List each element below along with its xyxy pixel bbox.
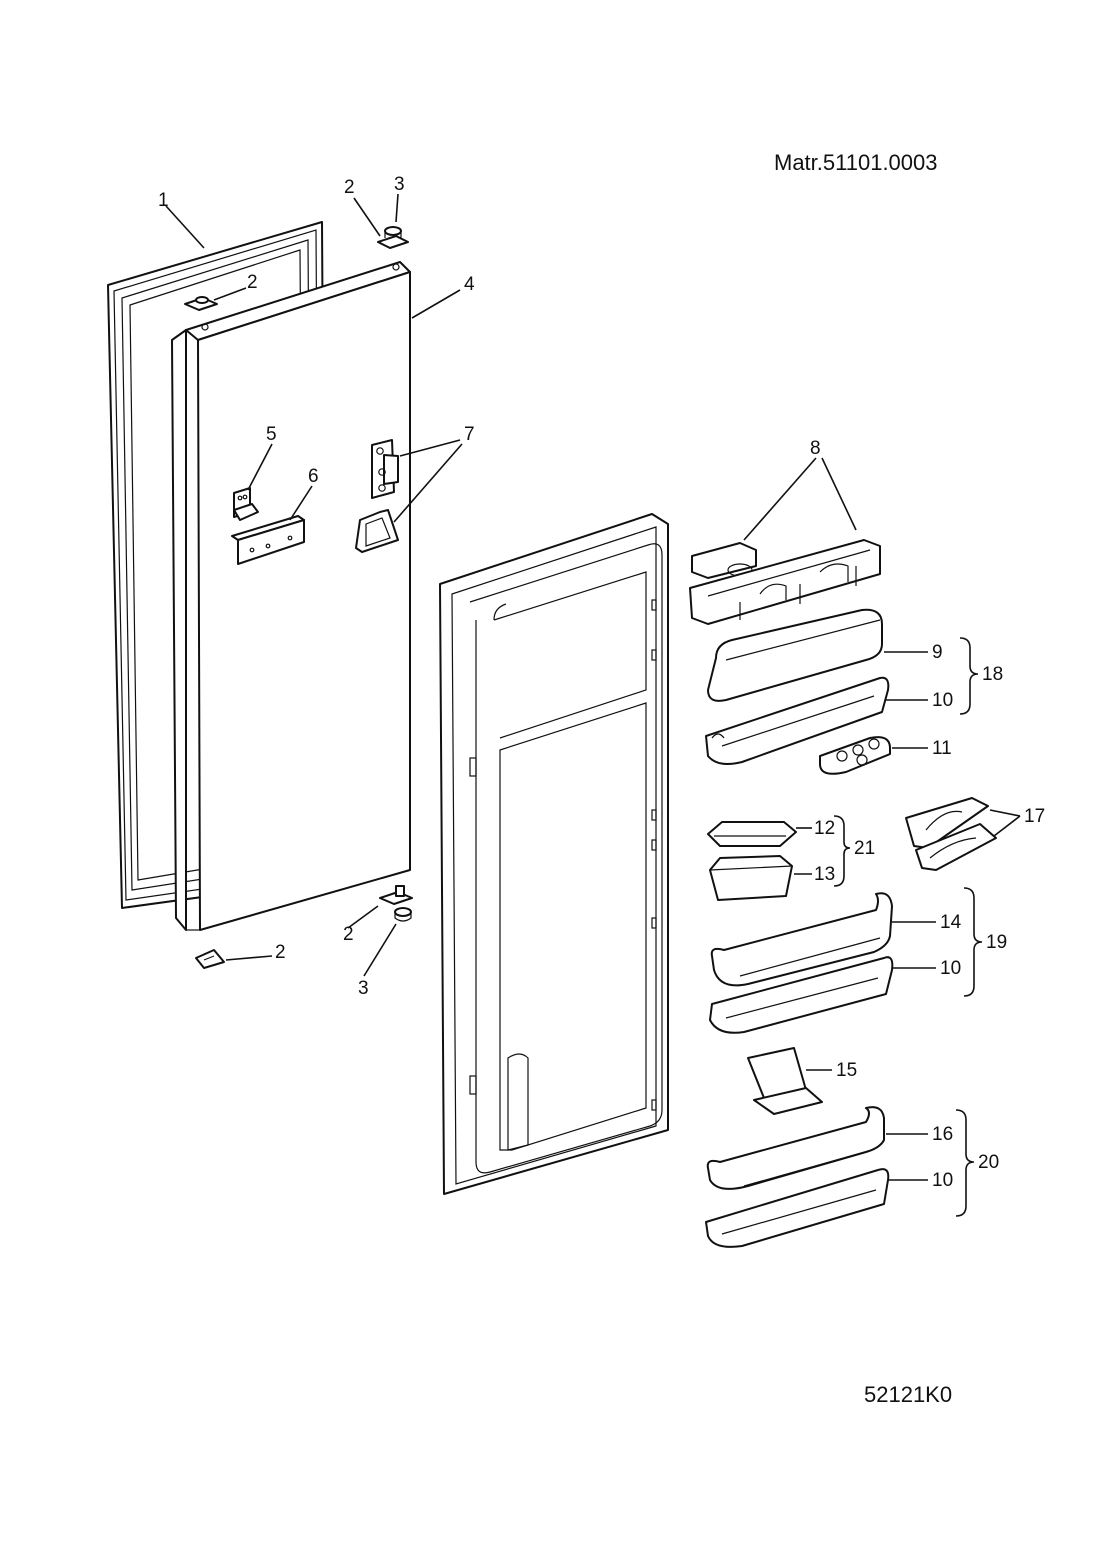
part-10-shelf-lower <box>705 1168 890 1248</box>
callout-15: 15 <box>836 1060 857 1081</box>
callout-5: 5 <box>266 424 277 445</box>
callout-10: 10 <box>932 1170 953 1191</box>
part-9-cover <box>707 608 883 702</box>
callout-19: 19 <box>986 932 1007 953</box>
callout-18: 18 <box>982 664 1003 685</box>
part-2-hinge-pin-bottom-right <box>379 885 413 905</box>
callout-2: 2 <box>247 272 258 293</box>
part-2-hinge-pin-top-right <box>377 226 409 249</box>
part-14-bottle-guard <box>710 892 893 987</box>
callout-12: 12 <box>814 818 835 839</box>
part-6-strip <box>231 515 305 565</box>
callout-2: 2 <box>344 177 355 198</box>
callout-2: 2 <box>343 924 354 945</box>
part-8-butter-and-rack <box>689 539 881 625</box>
callout-10: 10 <box>940 958 961 979</box>
group-braces <box>833 637 983 1217</box>
callout-20: 20 <box>978 1152 999 1173</box>
part-7-hinge-parts <box>355 439 399 553</box>
callout-21: 21 <box>854 838 875 859</box>
callout-labels: 1 2 3 2 4 5 6 7 2 3 2 8 9 10 18 11 12 13… <box>158 174 1045 1191</box>
callout-6: 6 <box>308 466 319 487</box>
part-13-box <box>709 855 793 901</box>
part-3-cap-bottom <box>394 907 412 922</box>
part-17-bottle-retainer <box>905 797 997 871</box>
part-4-outer-door <box>171 261 411 931</box>
part-16-bottle-guard <box>706 1106 885 1190</box>
callout-14: 14 <box>940 912 962 933</box>
callout-8: 8 <box>810 438 821 459</box>
callout-3: 3 <box>394 174 405 195</box>
part-2-hinge-pin-bottom-left <box>195 949 225 969</box>
callout-2: 2 <box>275 942 286 963</box>
part-10-shelf-upper <box>705 676 890 765</box>
part-5-bracket <box>233 487 259 521</box>
callout-9: 9 <box>932 642 943 663</box>
part-2-hinge-pin-top-left <box>184 296 218 311</box>
callout-16: 16 <box>932 1124 953 1145</box>
callout-1: 1 <box>158 190 169 211</box>
callout-17: 17 <box>1024 806 1045 827</box>
callout-4: 4 <box>464 274 475 295</box>
callout-11: 11 <box>932 738 952 759</box>
callout-13: 13 <box>814 864 835 885</box>
callout-3: 3 <box>358 978 369 999</box>
material-code: Matr.51101.0003 <box>774 150 938 175</box>
part-10-shelf-middle <box>709 956 894 1034</box>
part-12-lid <box>707 821 797 847</box>
callout-7: 7 <box>464 424 475 445</box>
part-15-flap <box>747 1047 823 1115</box>
part-11-egg-tray <box>819 736 891 775</box>
leader-lines <box>165 193 1021 1181</box>
drawing-code: 52121K0 <box>864 1382 952 1407</box>
callout-10: 10 <box>932 690 953 711</box>
door-inner-liner <box>439 513 669 1195</box>
